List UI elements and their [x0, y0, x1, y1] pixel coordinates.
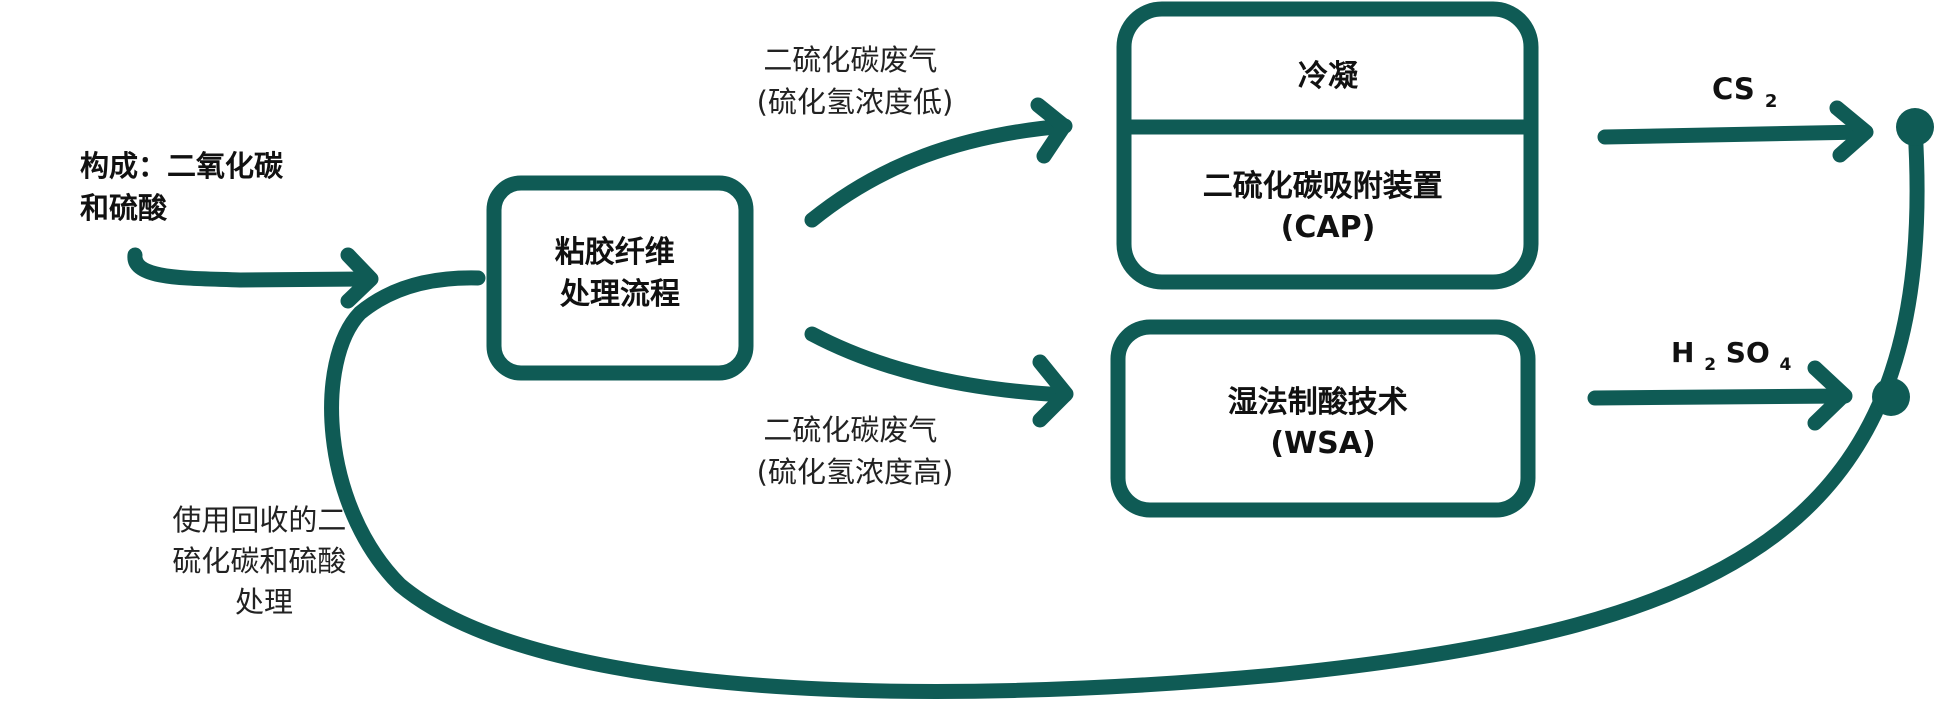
input-arrowhead	[340, 247, 379, 309]
cs2-join-node	[1896, 108, 1934, 146]
cap-unit-box	[1116, 1, 1539, 290]
input-arrow	[127, 247, 373, 288]
h2so4-join-node	[1872, 378, 1910, 416]
upper-flow-arrow	[804, 118, 1073, 228]
lower-gas-label: 二硫化碳废气 (硫化氢浓度高)	[757, 413, 954, 489]
upper-gas-label: 二硫化碳废气 (硫化氢浓度低)	[757, 43, 954, 119]
h2so4-output-label: H 2 SO 4	[1671, 336, 1792, 377]
cs2-output-arrow	[1597, 124, 1873, 145]
wsa-unit-box	[1110, 319, 1536, 518]
input-composition-label: 构成：二氧化碳 和硫酸	[80, 149, 293, 225]
condense-label: 冷凝	[1298, 59, 1359, 94]
cap-unit-label: 二硫化碳吸附装置 (CAP)	[1203, 169, 1453, 245]
cs2-output-label: CS 2	[1712, 72, 1777, 112]
viscose-process-box	[486, 175, 754, 381]
h2so4-output-arrowhead	[1807, 360, 1852, 431]
upper-flow-arrowhead	[1030, 97, 1072, 164]
recycle-label: 使用回收的二 硫化碳和硫酸 处理	[172, 503, 355, 619]
lower-flow-arrow	[804, 326, 1073, 403]
wsa-unit-label: 湿法制酸技术 (WSA)	[1228, 385, 1418, 461]
process-label: 粘胶纤维 处理流程	[555, 235, 685, 312]
return-loop-line	[324, 120, 1925, 699]
cs2-output-arrowhead	[1829, 100, 1874, 163]
h2so4-output-arrow	[1587, 388, 1853, 406]
lower-flow-arrowhead	[1032, 354, 1074, 428]
